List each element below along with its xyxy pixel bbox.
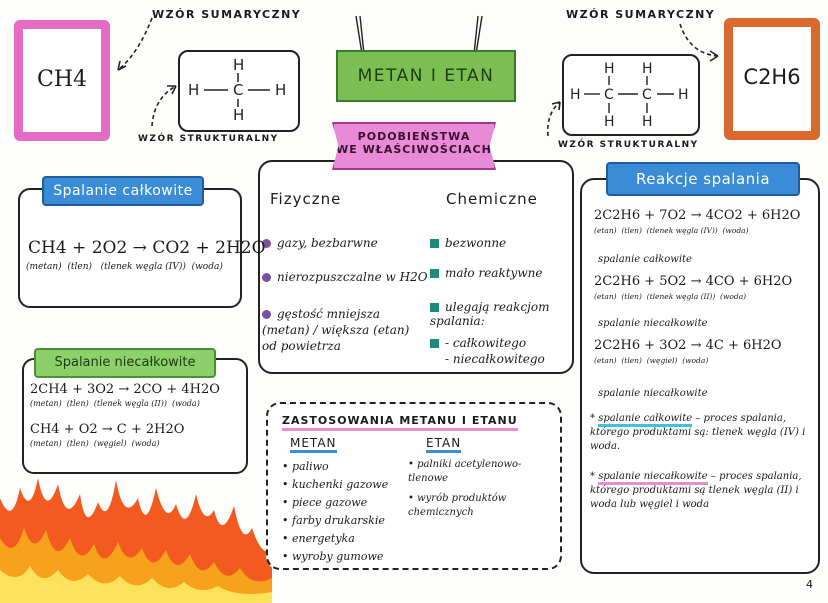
physical-item-3: gęstość mniejsza (metan) / większa (etan… [262, 307, 410, 353]
reaction-ann-1: (etan) (tlen) (tlenek węgla (IV)) (woda) [594, 226, 749, 235]
svg-text:H: H [570, 87, 581, 103]
incomplete-ann-2: (metan) (tlen) (węgiel) (woda) [30, 439, 160, 448]
list-item: • palniki acetylenowo-tlenowe [408, 459, 522, 484]
reaction-eq-1: 2C2H6 + 7O2 → 4CO2 + 6H2O [594, 208, 801, 223]
chemical-item-3: ulegają reakcjom spalania: [430, 300, 550, 328]
bullet-dot-icon [262, 310, 271, 319]
chemical-header: Chemiczne [446, 190, 538, 208]
svg-text:C: C [604, 87, 614, 103]
list-item: • wyroby gumowe [282, 550, 384, 563]
reaction-eq-3: 2C2H6 + 3O2 → 4C + 6H2O [594, 338, 782, 353]
physical-item-1: gazy, bezbarwne [262, 236, 378, 250]
reaction-ann-3: (etan) (tlen) (węgiel) (woda) [594, 356, 709, 365]
list-item: • farby drukarskie [282, 514, 385, 527]
wzor-sumaryczny-left-label: WZÓR SUMARYCZNY [152, 8, 302, 21]
definition-complete: * spalanie całkowite – proces spalania, … [590, 413, 806, 452]
list-item: • wyrób produktów chemicznych [408, 493, 507, 518]
similarities-ribbon: PODOBIEŃSTWA WE WŁAŚCIWOŚCIACH [332, 122, 496, 170]
svg-text:H: H [275, 81, 286, 99]
reaction-ann-2: (etan) (tlen) (tlenek węgla (II)) (woda) [594, 292, 747, 301]
reaction-label-2: spalanie niecałkowite [598, 318, 708, 329]
similarities-title-line1: PODOBIEŃSTWA [357, 130, 471, 143]
svg-text:H: H [604, 61, 615, 77]
uses-title: ZASTOSOWANIA METANU I ETANU [282, 414, 518, 431]
chemical-item-5: - niecałkowitego [445, 352, 545, 366]
wzor-sumaryczny-right-label: WZÓR SUMARYCZNY [566, 8, 716, 21]
reactions-box [580, 178, 820, 574]
definition-complete-term: spalanie całkowite [598, 413, 693, 427]
list-item: • paliwo [282, 460, 329, 473]
bullet-square-icon [430, 339, 439, 348]
list-item: • energetyka [282, 532, 355, 545]
svg-text:C: C [642, 87, 652, 103]
svg-text:H: H [233, 106, 244, 124]
physical-header: Fizyczne [270, 190, 342, 208]
reaction-label-3: spalanie niecałkowite [598, 388, 708, 399]
incomplete-eq-2: CH4 + O2 → C + 2H2O [30, 422, 185, 437]
chemical-item-1: bezwonne [430, 236, 506, 250]
bullet-dot-icon [262, 273, 271, 282]
bullet-dot-icon [262, 239, 271, 248]
sign-strings [355, 15, 483, 55]
list-item: • kuchenki gazowe [282, 478, 389, 491]
incomplete-eq-1: 2CH4 + 3O2 → 2CO + 4H2O [30, 382, 220, 397]
reactions-banner: Reakcje spalania [606, 162, 800, 196]
ethane-structural-formula: H H H C C H H H [570, 61, 689, 130]
bullet-square-icon [430, 303, 439, 312]
ethane-formula: C2H6 [743, 65, 801, 89]
complete-combustion-title: Spalanie całkowite [53, 183, 193, 199]
incomplete-combustion-title: Spalanie niecałkowite [54, 355, 196, 370]
physical-item-2: nierozpuszczalne w H2O [262, 270, 430, 284]
definition-incomplete-term: spalanie niecałkowite [598, 471, 708, 485]
reaction-label-1: spalanie całkowite [598, 254, 692, 265]
ethane-formula-frame: C2H6 [724, 18, 820, 140]
arrow-to-ethane-formula [679, 23, 719, 62]
reactions-title: Reakcje spalania [635, 170, 771, 188]
svg-text:H: H [642, 114, 653, 130]
arrow-to-methane-structure [151, 85, 177, 127]
uses-etan-list: • palniki acetylenowo-tlenowe • wyrób pr… [408, 458, 548, 520]
list-item: • piece gazowe [282, 496, 368, 509]
arrow-to-methane-formula [117, 17, 153, 71]
svg-text:C: C [233, 81, 243, 99]
arrow-to-ethane-structure [546, 101, 561, 137]
uses-metan-list: • paliwo • kuchenki gazowe • piece gazow… [282, 458, 388, 566]
methane-structural-formula: H H C H H [188, 56, 286, 124]
similarities-title-line2: WE WŁAŚCIWOŚCIACH [336, 143, 492, 156]
wzor-strukturalny-right-label: WZÓR STRUKTURALNY [558, 140, 699, 150]
bullet-square-icon [430, 269, 439, 278]
svg-text:H: H [188, 81, 199, 99]
svg-text:H: H [678, 87, 689, 103]
uses-metan-head: METAN [290, 436, 337, 453]
complete-combustion-equation: CH4 + 2O2 → CO2 + 2H2O [28, 238, 266, 258]
wzor-strukturalny-left-label: WZÓR STRUKTURALNY [138, 134, 279, 144]
chemical-item-2: mało reaktywne [430, 266, 542, 280]
methane-structure-box: H H C H H [178, 50, 300, 132]
uses-etan-head: ETAN [426, 436, 462, 453]
fire-illustration [0, 478, 272, 603]
page-number: 4 [806, 578, 813, 591]
svg-text:H: H [604, 114, 615, 130]
incomplete-ann-1: (metan) (tlen) (tlenek węgla (II)) (woda… [30, 399, 200, 408]
complete-combustion-banner: Spalanie całkowite [42, 176, 204, 206]
svg-text:H: H [233, 56, 244, 74]
chemical-item-4: - całkowitego [430, 336, 526, 350]
reaction-eq-2: 2C2H6 + 5O2 → 4CO + 6H2O [594, 274, 793, 289]
methane-formula: CH4 [36, 67, 87, 92]
ethane-structure-box: H H H C C H H H [562, 54, 700, 136]
page-title: METAN I ETAN [357, 66, 495, 86]
incomplete-combustion-banner: Spalanie niecałkowite [34, 348, 216, 378]
bullet-square-icon [430, 239, 439, 248]
definition-incomplete: * spalanie niecałkowite – proces spalani… [590, 471, 802, 510]
svg-text:H: H [642, 61, 653, 77]
complete-combustion-annotation: (metan) (tlen) (tlenek węgla (IV)) (woda… [26, 262, 223, 272]
methane-formula-frame: CH4 [14, 20, 110, 141]
complete-combustion-box [18, 188, 242, 308]
title-sign: METAN I ETAN [336, 50, 516, 102]
